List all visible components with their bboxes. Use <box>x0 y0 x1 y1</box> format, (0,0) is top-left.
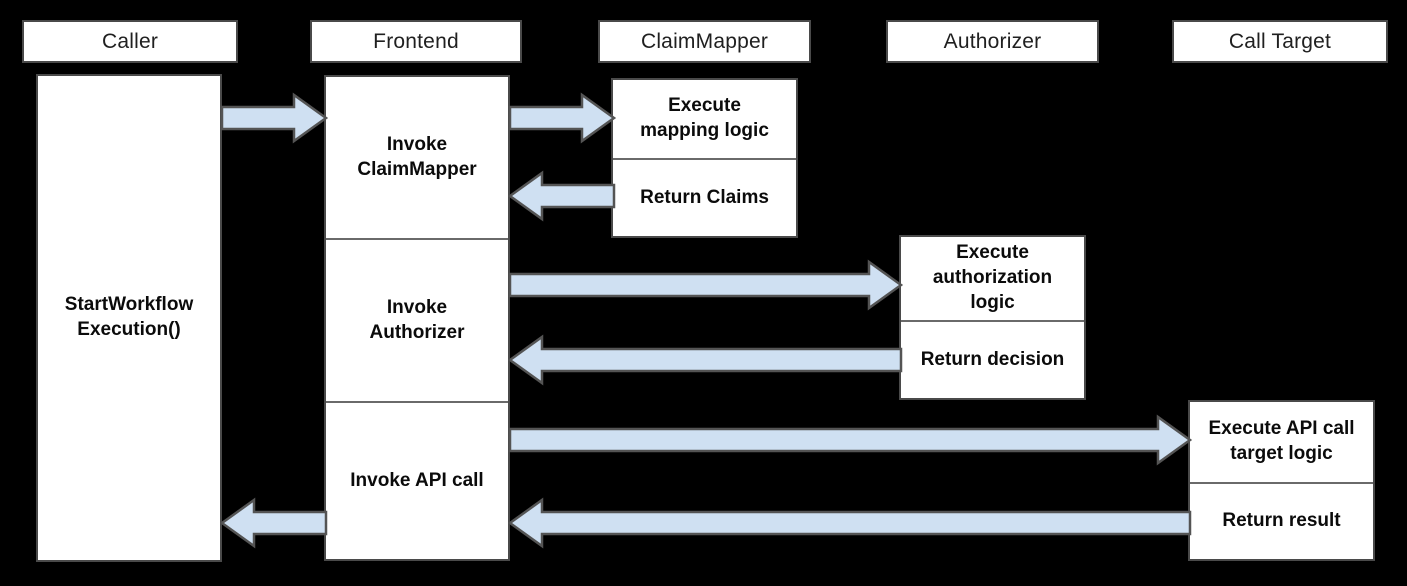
lifeline-header-calltarget-label: Call Target <box>1228 29 1332 53</box>
activation-frontend-invoke-authorizer-line1: Invoke <box>386 296 448 318</box>
message-arrow-claimmapper-to-frontend <box>507 170 616 222</box>
activation-authorizer-execute-authorization-logic-line3: logic <box>970 291 1015 313</box>
activation-caller-startworkflow: StartWorkflow Execution() <box>36 74 222 562</box>
activation-calltarget-execute-api-call-target-logic: Execute API call target logic <box>1190 402 1373 482</box>
lifeline-header-claimmapper: ClaimMapper <box>598 20 811 63</box>
activation-authorizer-return-decision: Return decision <box>901 320 1084 398</box>
lifeline-header-authorizer-label: Authorizer <box>943 29 1042 53</box>
activation-caller-line2: Execution() <box>77 319 181 340</box>
activation-stack-calltarget: Execute API call target logic Return res… <box>1188 400 1375 561</box>
activation-claimmapper-execute-mapping-logic: Execute mapping logic <box>613 80 796 158</box>
message-arrow-calltarget-to-frontend <box>507 497 1192 549</box>
activation-caller-line1: StartWorkflow <box>64 294 194 316</box>
activation-authorizer-execute-authorization-logic-line1: Execute <box>956 242 1029 264</box>
message-arrow-frontend-to-claimmapper <box>508 92 617 144</box>
activation-frontend-invoke-authorizer-line2: Authorizer <box>369 321 465 343</box>
lifeline-header-claimmapper-label: ClaimMapper <box>640 29 769 53</box>
activation-frontend-invoke-claimmapper-line1: Invoke <box>386 133 448 155</box>
activation-stack-claimmapper: Execute mapping logic Return Claims <box>611 78 798 238</box>
activation-frontend-invoke-authorizer: Invoke Authorizer <box>326 238 508 401</box>
lifeline-header-frontend: Frontend <box>310 20 522 63</box>
activation-claimmapper-return-claims-line1: Return Claims <box>640 186 769 208</box>
activation-authorizer-execute-authorization-logic-line2: authorization <box>932 267 1053 289</box>
activation-claimmapper-execute-mapping-logic-line1: Execute <box>668 95 741 117</box>
message-arrow-frontend-to-calltarget <box>508 414 1193 466</box>
message-arrow-authorizer-to-frontend <box>507 334 903 386</box>
lifeline-header-authorizer: Authorizer <box>886 20 1099 63</box>
activation-calltarget-return-result: Return result <box>1190 482 1373 559</box>
activation-frontend-invoke-api-call-line1: Invoke API call <box>350 469 484 491</box>
activation-calltarget-execute-api-call-target-logic-line1: Execute API call <box>1208 418 1355 440</box>
message-arrow-frontend-to-caller <box>219 497 328 549</box>
message-arrow-frontend-to-authorizer <box>508 259 904 311</box>
message-arrow-caller-to-frontend <box>220 92 329 144</box>
activation-authorizer-return-decision-line1: Return decision <box>920 348 1065 370</box>
activation-frontend-invoke-claimmapper: Invoke ClaimMapper <box>326 77 508 238</box>
lifeline-header-calltarget: Call Target <box>1172 20 1388 63</box>
activation-stack-frontend: Invoke ClaimMapper Invoke Authorizer Inv… <box>324 75 510 561</box>
activation-frontend-invoke-api-call: Invoke API call <box>326 401 508 559</box>
activation-calltarget-execute-api-call-target-logic-line2: target logic <box>1230 443 1333 464</box>
activation-authorizer-execute-authorization-logic: Execute authorization logic <box>901 237 1084 320</box>
activation-calltarget-return-result-line1: Return result <box>1222 510 1341 532</box>
lifeline-header-frontend-label: Frontend <box>373 29 459 53</box>
activation-claimmapper-return-claims: Return Claims <box>613 158 796 236</box>
activation-claimmapper-execute-mapping-logic-line2: mapping logic <box>640 120 769 141</box>
activation-stack-authorizer: Execute authorization logic Return decis… <box>899 235 1086 400</box>
lifeline-header-caller: Caller <box>22 20 238 63</box>
lifeline-header-caller-label: Caller <box>101 29 159 53</box>
activation-frontend-invoke-claimmapper-line2: ClaimMapper <box>357 158 477 180</box>
